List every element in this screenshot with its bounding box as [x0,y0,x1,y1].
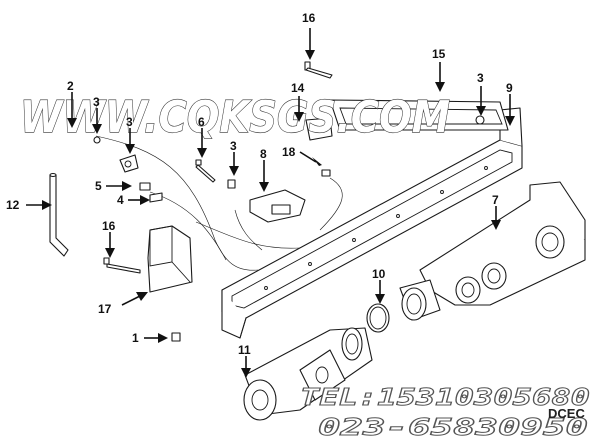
bolt-16-top [304,61,333,79]
exhaust-manifold [419,181,586,306]
fitting-3-mid [227,179,236,189]
clip-14 [305,117,333,141]
brand-mark: DCEC [548,406,585,421]
callout-5: 5 [95,179,102,193]
seal-ring [366,303,390,333]
callout-6: 6 [198,115,205,129]
callout-12: 12 [6,198,20,212]
washer-3-right [475,115,485,125]
callout-3-mid: 3 [230,139,237,153]
fitting-18 [321,169,331,177]
callout-9: 9 [506,81,513,95]
callout-11: 11 [238,343,251,357]
callout-16-left: 16 [102,219,116,233]
fitting-5 [139,182,151,191]
watermark-text: WWW.CQKSGS.COM [20,92,450,143]
contact-tel: TEL:15310305680 [300,385,590,411]
callout-10: 10 [372,267,386,281]
contact-phone: 023-65830950 [318,415,588,441]
callout-2: 2 [67,79,74,93]
callout-17: 17 [98,302,112,316]
rail-holes [264,166,488,290]
callout-14: 14 [291,81,305,95]
bracket-plate-8 [249,189,306,223]
callout-1: 1 [132,331,139,345]
callout-labels: 16 15 14 3 9 2 3 3 6 3 8 18 12 5 4 7 16 … [6,11,513,357]
mounting-bracket [147,225,193,293]
upper-gasket [329,99,509,131]
sleeve-section [399,279,441,321]
washer-3-left [93,136,101,144]
pipe-12 [49,172,69,257]
fitting-4 [149,192,163,203]
callout-18: 18 [282,145,296,159]
callout-3-clamp: 3 [126,115,133,129]
callout-4: 4 [117,193,124,207]
callout-7: 7 [492,193,499,207]
callout-8: 8 [260,147,267,161]
callout-arrows [26,28,515,378]
bolt-6 [195,159,216,183]
callout-3-left: 3 [93,95,100,109]
callout-3-right: 3 [477,71,484,85]
lower-manifold [243,327,373,421]
callout-15: 15 [432,47,446,61]
bolt-16-left [103,257,141,274]
clamp-3-left [119,154,139,173]
nut-1 [171,332,181,342]
callout-16-top: 16 [302,11,316,25]
